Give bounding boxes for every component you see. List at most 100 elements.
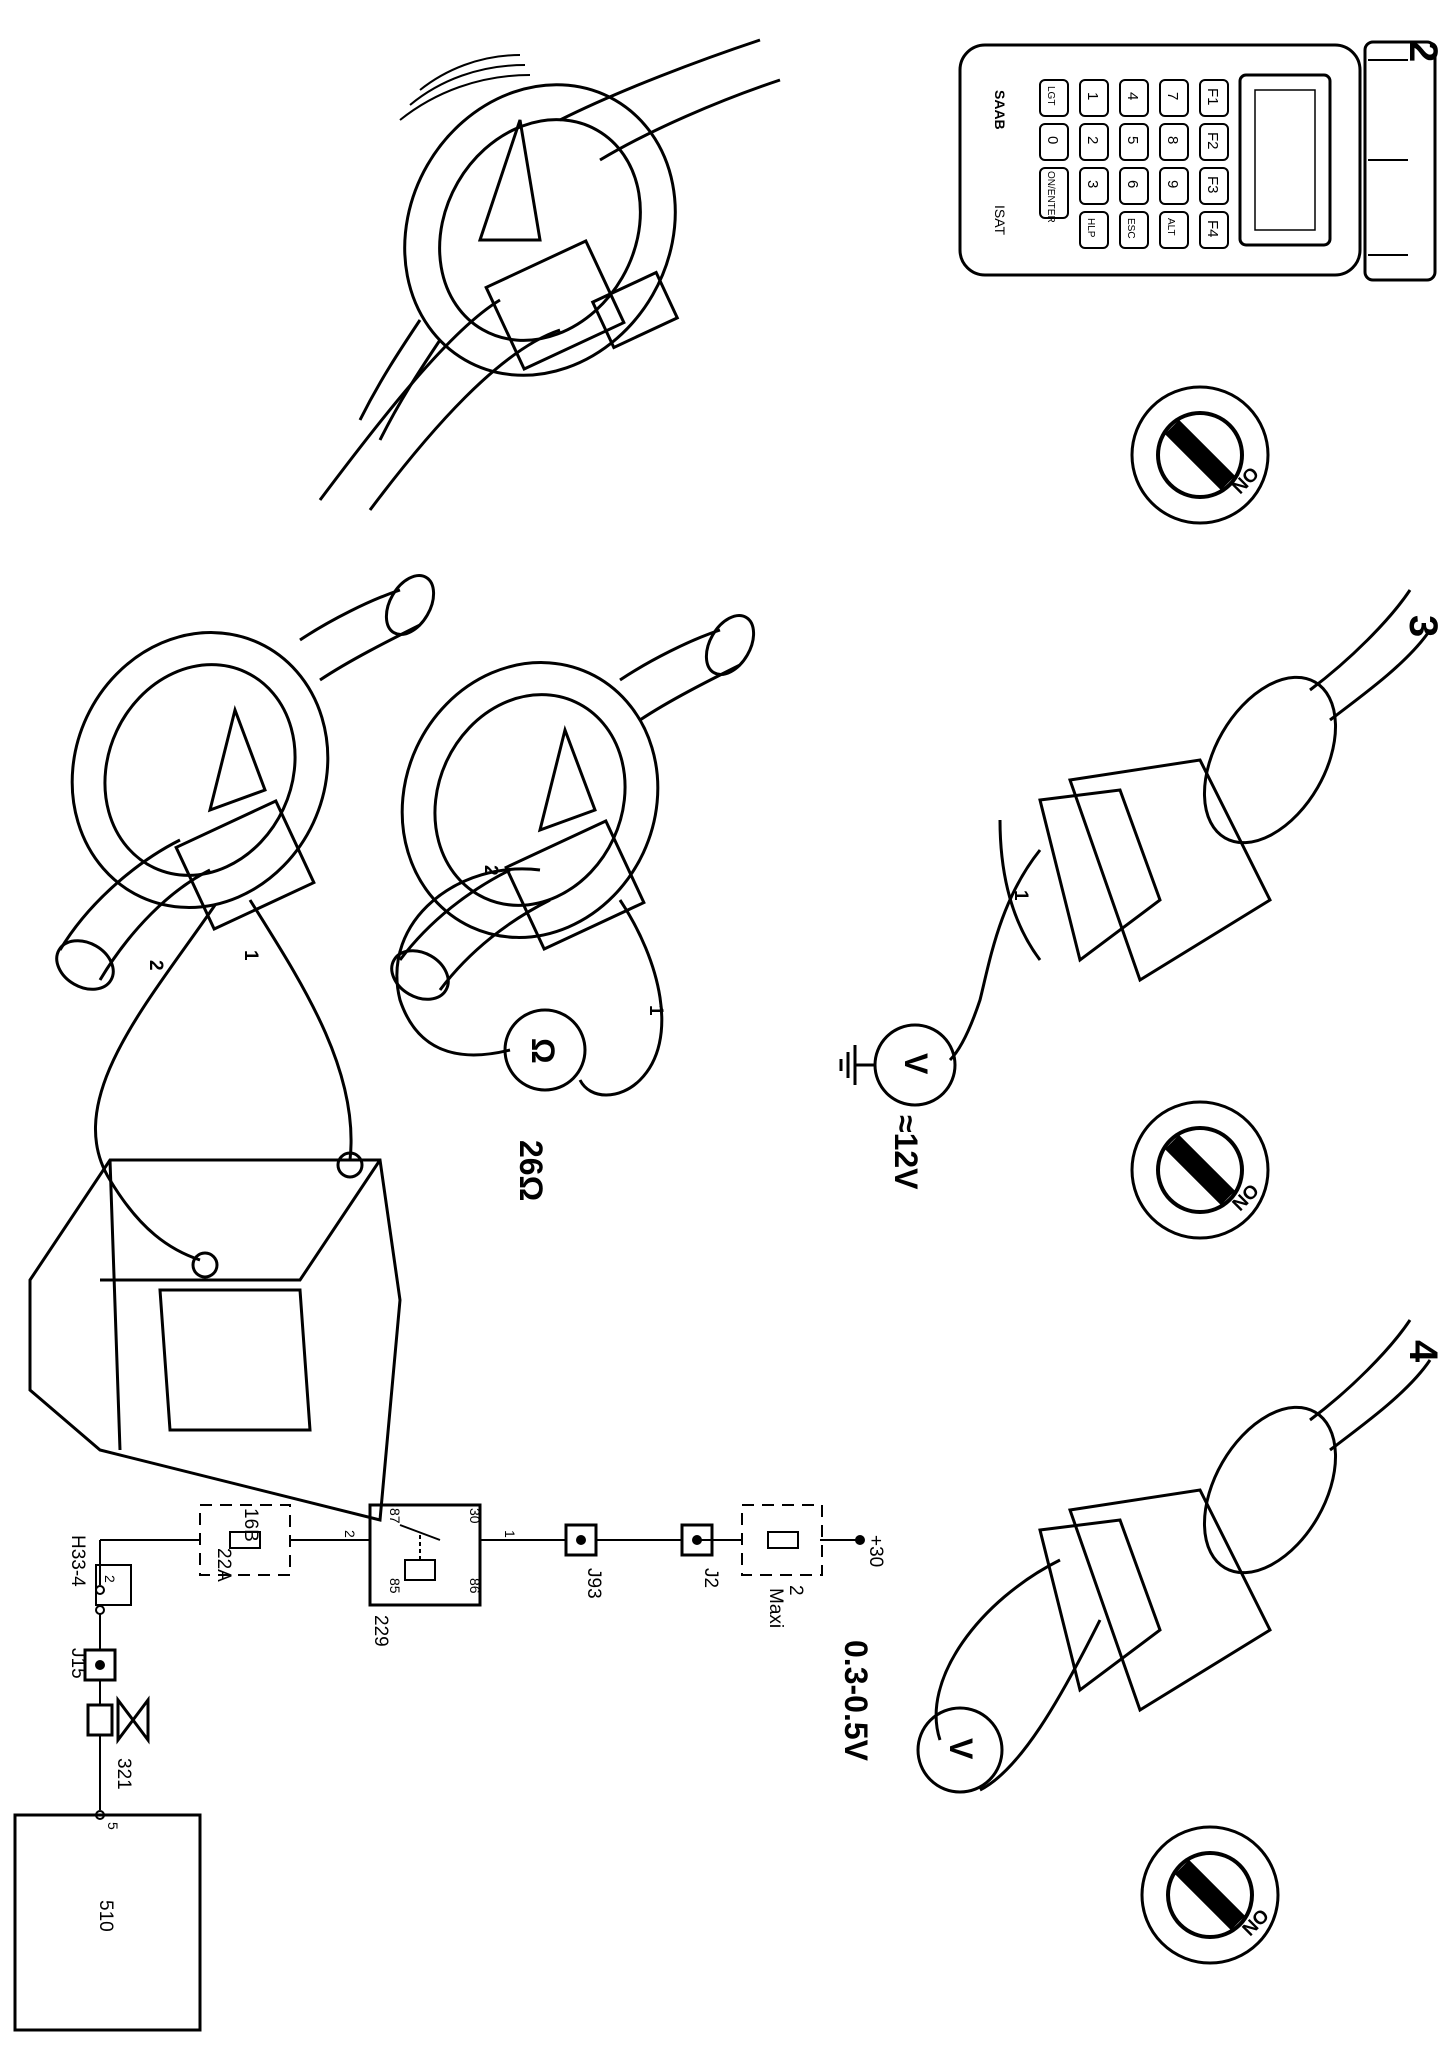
svg-text:J93: J93 <box>583 1568 604 1599</box>
svg-text:1: 1 <box>240 950 261 961</box>
svg-text:3: 3 <box>1084 180 1101 188</box>
isat-keypad <box>1039 79 1229 249</box>
valve-vibration-illustration <box>318 38 781 511</box>
svg-text:HLP: HLP <box>1085 218 1096 238</box>
svg-text:F2: F2 <box>1204 132 1221 150</box>
svg-text:2: 2 <box>1084 136 1101 144</box>
step-number-4: 4 <box>1401 1340 1445 1363</box>
resistance-value: 26Ω <box>513 1140 549 1201</box>
voltmeter-label-step3: V <box>898 1053 934 1075</box>
low-voltage-value: 0.3-0.5V <box>838 1640 874 1762</box>
svg-text:F4: F4 <box>1204 220 1221 238</box>
svg-text:Maxi: Maxi <box>765 1588 786 1628</box>
connector-h33-4 <box>95 1564 132 1606</box>
relay-coil <box>404 1559 436 1581</box>
ignition-key-symbol-step3: NO <box>1130 1100 1270 1240</box>
svg-text:5: 5 <box>1124 136 1141 144</box>
svg-text:85: 85 <box>387 1578 403 1594</box>
step-number-3: 3 <box>1401 615 1445 637</box>
svg-text:0: 0 <box>1044 136 1061 144</box>
svg-text:6: 6 <box>1124 180 1141 188</box>
voltmeter-symbol-step4 <box>916 1706 1004 1794</box>
svg-text:V: V <box>898 1053 934 1075</box>
svg-text:Ω: Ω <box>525 1038 561 1064</box>
svg-text:2: 2 <box>785 1585 806 1596</box>
isat-tester: SAAB ISAT F1 F <box>958 40 1437 282</box>
wire-label-pin2-a: 2 <box>145 960 166 971</box>
svg-text:26Ω: 26Ω <box>513 1140 549 1201</box>
valve-resistance-test <box>390 614 756 1097</box>
svg-text:F1: F1 <box>1204 88 1221 106</box>
svg-text:1: 1 <box>1010 890 1031 901</box>
svg-text:ESC: ESC <box>1125 218 1136 239</box>
valve-321 <box>86 1703 114 1737</box>
svg-text:NO: NO <box>1239 1906 1274 1941</box>
wire-label-pin1-c: 1 <box>1010 890 1031 901</box>
svg-text:ON/ENTER: ON/ENTER <box>1045 171 1056 223</box>
connector-supply-test <box>839 589 1432 1107</box>
svg-text:4: 4 <box>1124 92 1141 100</box>
supply-voltage-value: ≈12V <box>888 1115 924 1190</box>
isat-display <box>1238 73 1332 247</box>
svg-text:86: 86 <box>467 1578 483 1594</box>
svg-text:H33-4: H33-4 <box>67 1535 88 1587</box>
maxi-fuse <box>767 1531 799 1549</box>
svg-text:321: 321 <box>113 1758 134 1790</box>
svg-text:J15: J15 <box>67 1648 88 1679</box>
svg-text:3: 3 <box>1401 615 1445 637</box>
svg-text:NO: NO <box>1229 1181 1264 1216</box>
schematic-labels: +30 2 Maxi J2 J93 1 30 86 87 85 229 2 16… <box>67 1508 886 1932</box>
isat-connector-cable <box>1363 40 1437 282</box>
ground-icon <box>839 1045 875 1085</box>
isat-brand: SAAB <box>992 90 1008 130</box>
svg-text:8: 8 <box>1164 136 1181 144</box>
svg-text:16B: 16B <box>240 1508 261 1542</box>
svg-text:NO: NO <box>1229 464 1264 499</box>
valve-battery-test <box>28 574 436 1522</box>
svg-text:LGT: LGT <box>1045 86 1056 105</box>
svg-text:510: 510 <box>95 1900 116 1932</box>
voltmeter-label-step4: V <box>943 1738 979 1760</box>
svg-text:2: 2 <box>145 960 166 971</box>
svg-text:ISAT: ISAT <box>992 205 1008 236</box>
maxi-fuse-box <box>741 1504 823 1576</box>
svg-text:229: 229 <box>370 1615 391 1647</box>
svg-text:1: 1 <box>1084 92 1101 100</box>
svg-text:V: V <box>943 1738 979 1760</box>
svg-text:+30: +30 <box>865 1535 886 1567</box>
svg-text:SAAB: SAAB <box>992 90 1008 130</box>
svg-text:2: 2 <box>480 865 501 876</box>
svg-text:1: 1 <box>502 1530 518 1538</box>
svg-text:0.3-0.5V: 0.3-0.5V <box>838 1640 874 1762</box>
isat-body <box>958 43 1362 277</box>
svg-text:2: 2 <box>342 1530 358 1538</box>
svg-text:≈12V: ≈12V <box>888 1115 924 1190</box>
relay-229 <box>368 1503 482 1607</box>
svg-text:5: 5 <box>105 1822 121 1830</box>
svg-text:ALT: ALT <box>1165 218 1176 236</box>
svg-text:7: 7 <box>1164 92 1181 100</box>
svg-text:30: 30 <box>467 1508 483 1524</box>
ohmmeter-symbol <box>503 1008 587 1092</box>
ignition-key-symbol-step4: NO <box>1140 1825 1280 1965</box>
svg-text:F3: F3 <box>1204 176 1221 194</box>
wire-label-pin2-b: 2 <box>480 865 501 876</box>
wiring-schematic <box>13 1503 865 2032</box>
svg-text:2: 2 <box>102 1575 118 1583</box>
connector-low-voltage-test <box>916 1319 1432 1794</box>
svg-text:4: 4 <box>1401 1340 1445 1363</box>
wire-label-pin1-b: 1 <box>645 1005 666 1016</box>
wire-label-pin1-a: 1 <box>240 950 261 961</box>
svg-text:J2: J2 <box>700 1568 721 1588</box>
ecu-510 <box>13 1813 202 2032</box>
svg-text:87: 87 <box>387 1508 403 1524</box>
fuse-16b <box>229 1531 261 1549</box>
isat-model: ISAT <box>992 205 1008 236</box>
svg-text:22A: 22A <box>213 1548 234 1582</box>
svg-text:9: 9 <box>1164 180 1181 188</box>
ohmmeter-label: Ω <box>525 1038 561 1064</box>
svg-text:1: 1 <box>645 1005 666 1016</box>
ignition-key-symbol-step2: NO <box>1130 385 1270 525</box>
